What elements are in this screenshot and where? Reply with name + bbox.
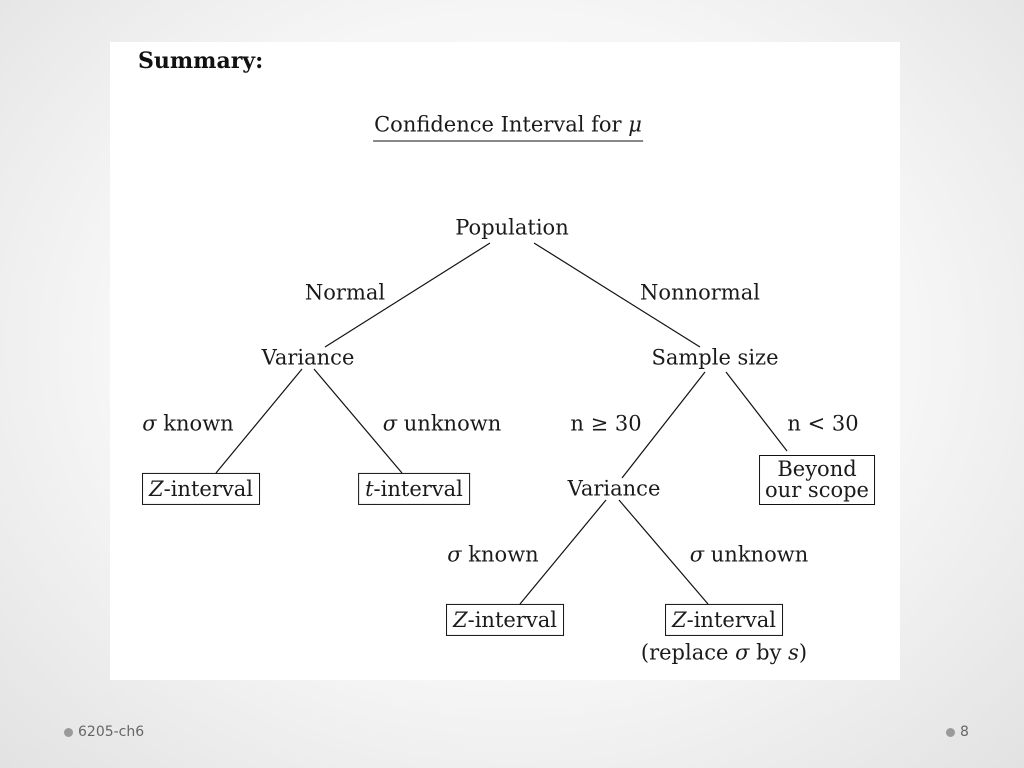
edge-variance2-sigma-known <box>519 499 607 605</box>
note-suffix: ) <box>798 640 808 665</box>
edge-label-normal: Normal <box>304 280 386 305</box>
edge-population-nonnormal <box>533 242 701 348</box>
sigma-unknown-text: unknown <box>397 411 502 436</box>
beyond-line-2: our scope <box>765 478 869 502</box>
interval-suffix: -interval <box>467 607 557 632</box>
t-interval-box: t-interval <box>358 472 470 506</box>
node-population: Population <box>455 215 569 240</box>
z-interval-box-bottom-right: Z-interval <box>665 603 783 637</box>
node-sample-size: Sample size <box>651 345 779 370</box>
edge-label-n-ge-30: n ≥ 30 <box>570 411 642 436</box>
sigma-symbol: σ <box>447 542 462 567</box>
footer-course-code: 6205-ch6 <box>78 724 145 740</box>
title-text: Confidence Interval for <box>374 112 629 137</box>
beyond-line-1: Beyond <box>777 457 857 481</box>
summary-heading: Summary: <box>138 48 264 74</box>
edge-samplesize-n-lt-30 <box>725 371 788 452</box>
footer-bullet-left <box>64 728 73 737</box>
sigma-known-text: known <box>461 542 539 567</box>
footer-bullet-right <box>946 728 955 737</box>
z-variable: Z <box>453 607 468 632</box>
slide-content <box>110 42 900 680</box>
edge-population-normal <box>324 242 491 348</box>
sigma-symbol: σ <box>382 411 398 436</box>
replace-sigma-note: (replace σ by s) <box>640 640 808 665</box>
z-interval-box-left: Z-interval <box>142 472 260 506</box>
edge-label-sigma-known-right: σ known <box>447 542 539 567</box>
z-variable: Z <box>672 607 687 632</box>
sigma-known-text: known <box>156 411 234 436</box>
interval-suffix: -interval <box>373 476 463 501</box>
node-variance-right: Variance <box>567 476 661 501</box>
edge-label-sigma-known-left: σ known <box>142 411 234 436</box>
t-variable: t <box>365 476 374 501</box>
s-symbol: s <box>788 640 799 665</box>
edge-variance-sigma-known <box>215 368 303 474</box>
footer-page-number: 8 <box>960 724 969 740</box>
edge-label-sigma-unknown-right: σ unknown <box>689 542 809 567</box>
interval-suffix: -interval <box>163 476 253 501</box>
edge-label-nonnormal: Nonnormal <box>640 280 760 305</box>
sigma-symbol: σ <box>689 542 705 567</box>
note-mid: by <box>749 640 789 665</box>
diagram-title: Confidence Interval for μ <box>373 113 643 142</box>
z-variable: Z <box>149 476 164 501</box>
sigma-unknown-text: unknown <box>704 542 809 567</box>
interval-suffix: -interval <box>686 607 776 632</box>
sigma-symbol: σ <box>735 640 750 665</box>
note-prefix: (replace <box>640 640 736 665</box>
edge-variance2-sigma-unknown <box>618 499 709 605</box>
edge-label-n-lt-30: n < 30 <box>787 411 859 436</box>
edge-label-sigma-unknown-left: σ unknown <box>382 411 502 436</box>
node-variance-left: Variance <box>261 345 355 370</box>
edge-samplesize-n-ge-30 <box>621 371 706 479</box>
edge-variance-sigma-unknown <box>313 368 403 474</box>
title-mu-symbol: μ <box>628 112 642 137</box>
sigma-symbol: σ <box>142 411 157 436</box>
z-interval-box-bottom-left: Z-interval <box>446 603 564 637</box>
